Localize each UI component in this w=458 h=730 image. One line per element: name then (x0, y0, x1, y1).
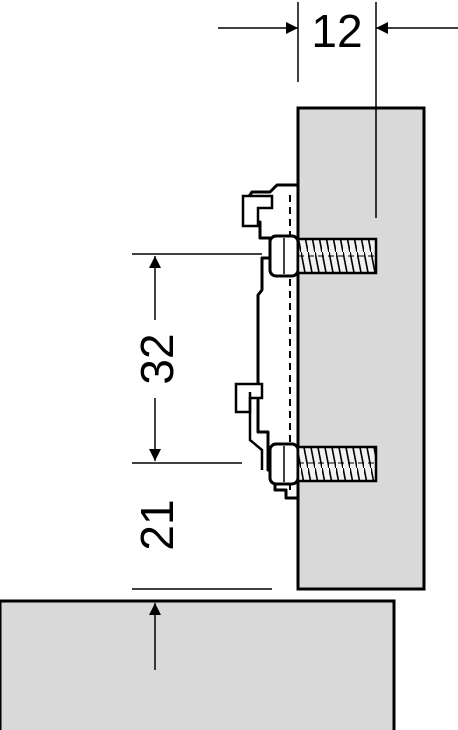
lower-screw (268, 442, 378, 486)
upper-screw (268, 234, 378, 278)
dimension-label-screw-spacing: 32 (131, 333, 183, 384)
side-panel (296, 106, 426, 591)
dimension-label-edge-distance: 21 (131, 499, 183, 550)
dimension-label-screw-offset: 12 (311, 5, 362, 57)
dimension-screw-spacing: 32 (131, 253, 262, 464)
dimension-screw-offset: 12 (218, 2, 458, 218)
bottom-panel (0, 599, 396, 730)
dimension-edge-distance: 21 (131, 499, 272, 670)
